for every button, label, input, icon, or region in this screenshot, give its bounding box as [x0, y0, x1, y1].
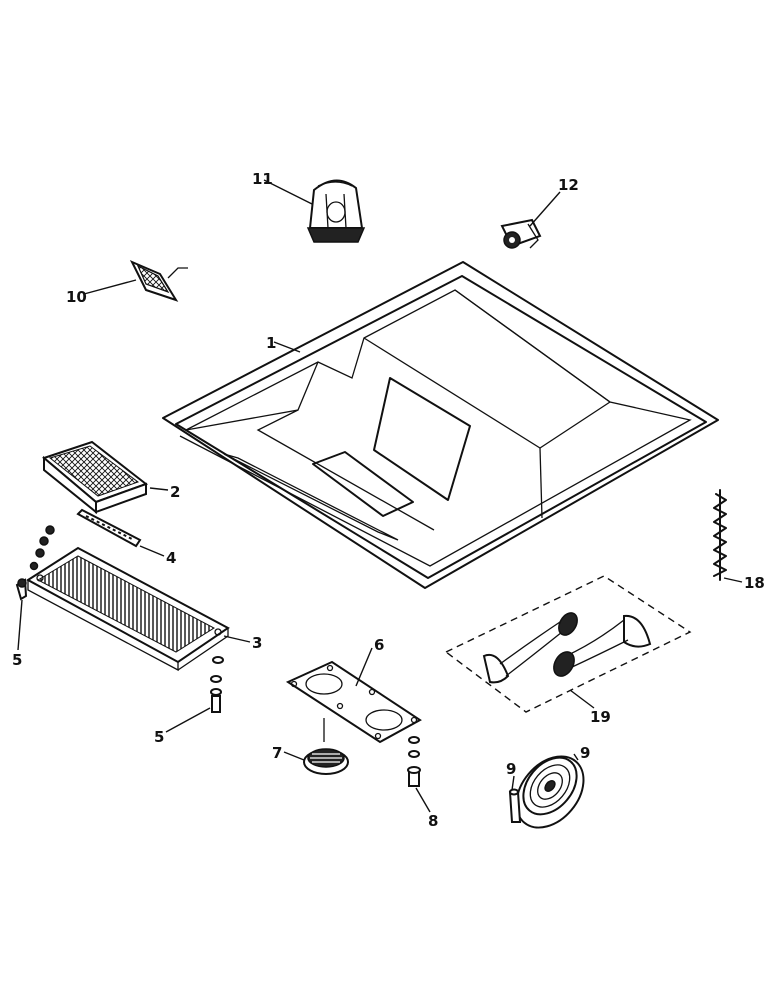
grille-panel [26, 546, 230, 672]
seal-strip [76, 508, 142, 548]
coil-spring [713, 489, 727, 581]
speaker-pin [508, 788, 522, 823]
horn-assembly [444, 575, 692, 713]
speaker [515, 755, 585, 829]
callout-10: 10 [66, 288, 87, 306]
callout-12: 12 [558, 176, 579, 194]
callout-4: 4 [166, 549, 176, 567]
callout-2: 2 [170, 483, 180, 501]
beacon-light [306, 179, 366, 243]
callout-7: 7 [272, 744, 282, 762]
callout-5b: 5 [154, 728, 164, 746]
callout-9b: 9 [580, 744, 590, 762]
roof-panel [162, 261, 719, 589]
callout-5a: 5 [12, 651, 22, 669]
fastener-set-left [15, 525, 55, 601]
screw-set-plate [407, 736, 421, 787]
callout-11: 11 [252, 170, 273, 188]
fastener-set-grille [210, 656, 224, 713]
callout-3: 3 [252, 634, 262, 652]
side-lamp [500, 218, 542, 249]
callout-9a: 9 [506, 760, 516, 778]
callout-18: 18 [744, 574, 765, 592]
mounting-plate [285, 660, 422, 744]
work-lamp [129, 260, 188, 302]
callout-1: 1 [266, 334, 276, 352]
callout-8: 8 [428, 812, 438, 830]
filter-element [41, 440, 149, 515]
callout-19: 19 [590, 708, 611, 726]
speaker-grille [303, 718, 349, 775]
callout-labels: 1 2 3 4 5 5 6 7 8 9 9 10 11 12 18 19 [12, 170, 765, 830]
leader-lines [17, 179, 743, 813]
callout-6: 6 [374, 636, 384, 654]
